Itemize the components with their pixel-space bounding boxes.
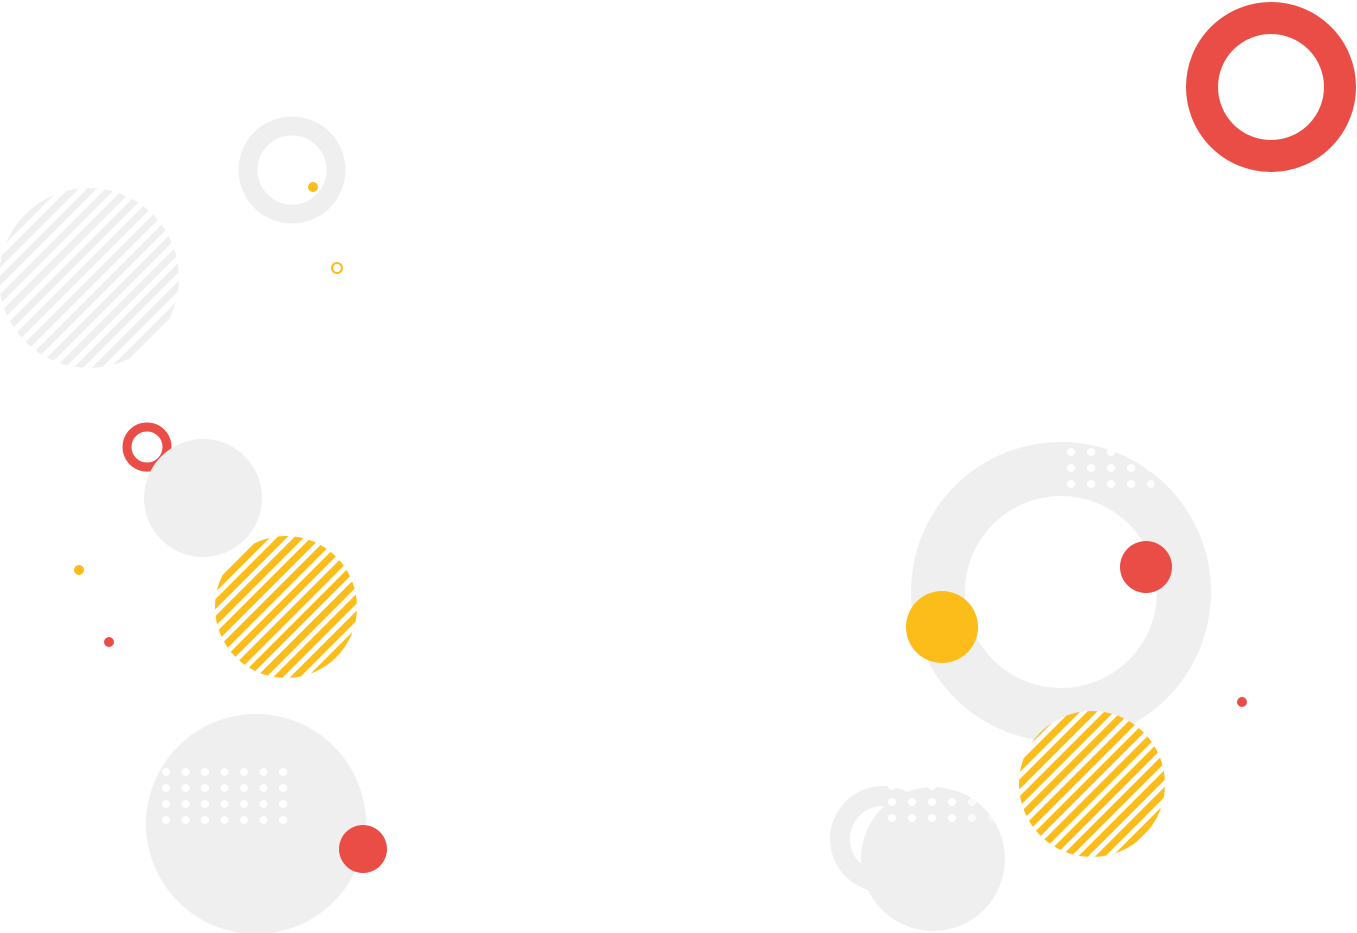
yellow-ring-tiny bbox=[331, 262, 343, 274]
red-dot-bottom-left bbox=[339, 825, 387, 873]
gray-circle-mid-left bbox=[144, 439, 262, 557]
red-ring-small bbox=[122, 422, 172, 472]
red-ring-top-right bbox=[1186, 2, 1356, 172]
white-dot-grid-right bbox=[1064, 430, 1199, 492]
white-dot-grid-bottom-right bbox=[884, 762, 1014, 826]
gray-striped-circle bbox=[0, 188, 179, 368]
yellow-dot-small bbox=[308, 182, 318, 192]
red-dot-on-ring bbox=[1120, 541, 1172, 593]
gray-ring-top-left bbox=[238, 116, 346, 224]
yellow-striped-circle-left bbox=[215, 536, 357, 678]
red-dot-left bbox=[104, 637, 114, 647]
yellow-striped-circle-right bbox=[1019, 711, 1165, 857]
red-dot-right bbox=[1237, 697, 1247, 707]
yellow-dot-left bbox=[74, 565, 84, 575]
white-dot-grid-left bbox=[160, 766, 290, 828]
yellow-dot-on-ring bbox=[906, 591, 978, 663]
